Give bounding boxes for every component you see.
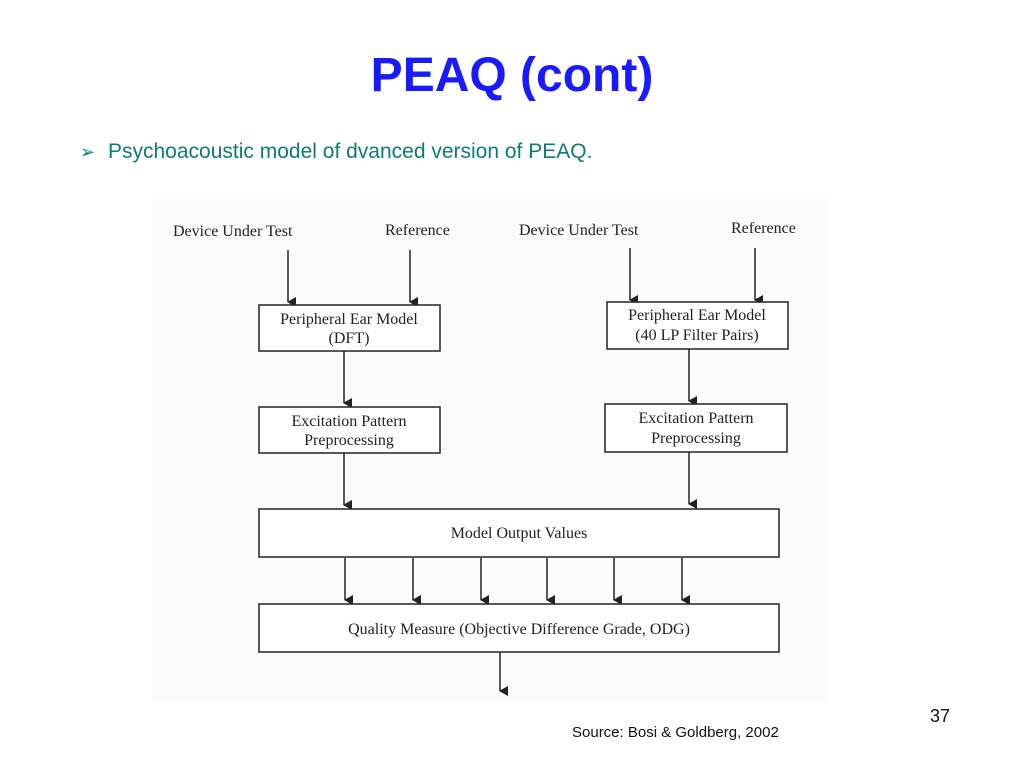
left-ear-model-box xyxy=(258,304,441,352)
left-input-dut-label: Device Under Test xyxy=(173,223,293,240)
bullet-item: ➢ Psychoacoustic model of dvanced versio… xyxy=(80,140,592,164)
source-citation: Source: Bosi & Goldberg, 2002 xyxy=(572,724,779,741)
model-output-label: Model Output Values xyxy=(451,525,588,542)
left-excitation-line2: Preprocessing xyxy=(304,432,394,449)
left-excitation-line1: Excitation Pattern xyxy=(291,413,406,430)
quality-measure-label: Quality Measure (Objective Difference Gr… xyxy=(348,621,690,638)
left-excitation-box xyxy=(258,406,441,454)
diagram-svg: Device Under Test Reference Device Under… xyxy=(173,220,796,696)
left-input-ref-label: Reference xyxy=(385,222,450,239)
bullet-text: Psychoacoustic model of dvanced version … xyxy=(108,140,593,163)
arrow-bullet-icon: ➢ xyxy=(80,141,96,162)
model-output-box xyxy=(258,508,780,558)
left-ear-model-line1: Peripheral Ear Model xyxy=(280,311,418,328)
quality-measure-box xyxy=(258,603,780,653)
right-input-dut-label: Device Under Test xyxy=(519,222,639,239)
right-excitation-box xyxy=(604,403,788,453)
right-excitation-line1: Excitation Pattern xyxy=(638,410,753,427)
slide-title: PEAQ (cont) xyxy=(370,49,654,102)
right-ear-model-line2: (40 LP Filter Pairs) xyxy=(635,327,758,344)
left-ear-model-line2: (DFT) xyxy=(329,330,370,347)
peaq-diagram: Device Under Test Reference Device Under… xyxy=(152,198,827,700)
right-ear-model-line1: Peripheral Ear Model xyxy=(628,307,766,324)
right-excitation-line2: Preprocessing xyxy=(651,430,741,447)
right-ear-model-box xyxy=(606,301,789,350)
right-input-ref-label: Reference xyxy=(731,220,796,237)
page-number: 37 xyxy=(930,706,951,726)
